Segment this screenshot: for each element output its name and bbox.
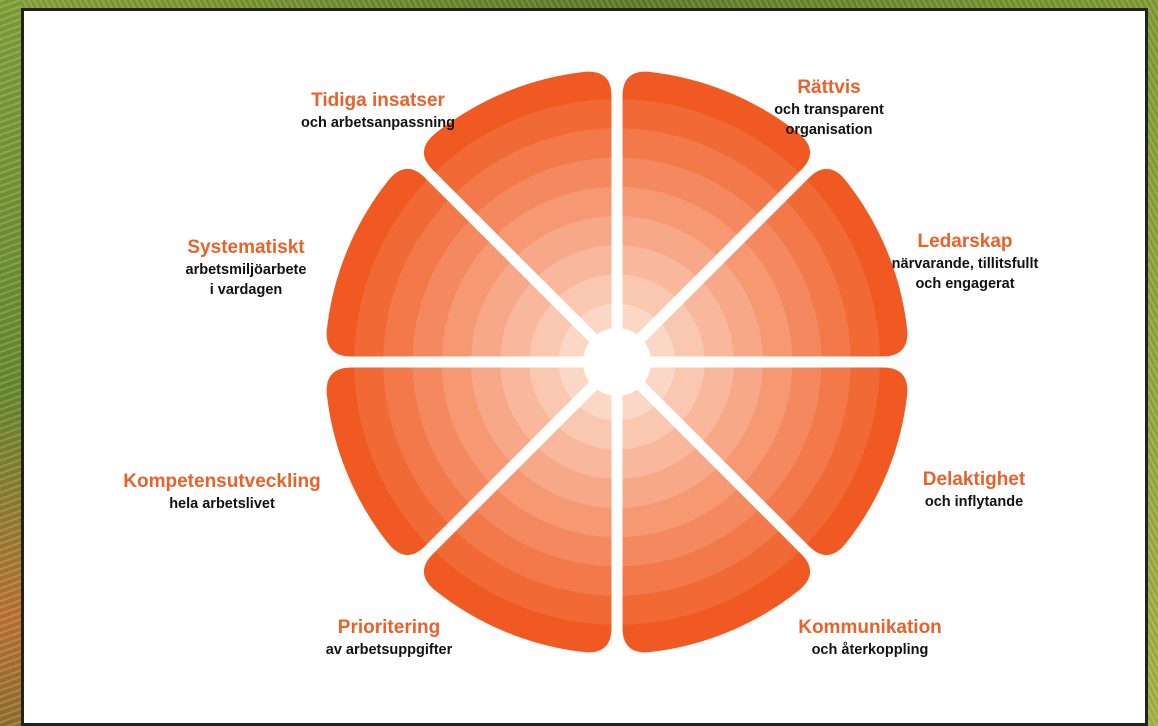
segment-label-ledarskap: Ledarskap närvarande, tillitsfullt och e… — [892, 230, 1039, 294]
segment-title: Systematiskt — [187, 237, 305, 258]
segment-subtitle: hela arbetslivet — [169, 496, 275, 512]
segment-label-delaktighet: Delaktighet och inflytande — [923, 468, 1025, 512]
wheel-segment-delaktighet — [630, 367, 908, 556]
wheel-segment-kommunikation — [622, 375, 811, 653]
wheel-segment-kompetensutveckling — [326, 367, 604, 556]
segment-subtitle: och återkoppling — [811, 642, 929, 658]
segment-title: Delaktighet — [922, 469, 1026, 490]
wheel-segment-systematiskt — [326, 168, 604, 357]
segment-subtitle: och inflytande — [924, 494, 1024, 510]
segment-subtitle: närvarande, tillitsfullt — [891, 256, 1039, 272]
wheel-segment-prioritering — [423, 375, 612, 653]
wheel-segment-ledarskap — [630, 168, 908, 357]
wheel-hub — [583, 328, 651, 396]
segment-label-tidiga-insatser: Tidiga insatser och arbetsanpassning — [301, 89, 455, 133]
segment-subtitle: organisation — [785, 122, 873, 138]
segment-label-systematiskt: Systematiskt arbetsmiljöarbete i vardage… — [186, 236, 307, 300]
segment-title: Kommunikation — [798, 617, 942, 638]
segment-title: Tidiga insatser — [311, 90, 445, 111]
segment-subtitle: och transparent — [774, 102, 884, 118]
segment-title: Rättvis — [797, 77, 861, 98]
segment-subtitle: av arbetsuppgifter — [325, 642, 453, 658]
segment-title: Kompetensutveckling — [123, 471, 321, 492]
segment-label-kommunikation: Kommunikation och återkoppling — [798, 616, 942, 660]
segment-label-rattvis: Rättvis och transparent organisation — [774, 76, 884, 140]
segment-subtitle: och arbetsanpassning — [301, 115, 455, 131]
segment-subtitle: i vardagen — [209, 282, 283, 298]
wheel-segment-rättvis — [622, 71, 811, 349]
segment-subtitle: och engagerat — [915, 276, 1015, 292]
background-left-strip — [0, 0, 21, 726]
segment-title: Ledarskap — [917, 231, 1013, 252]
segment-title: Prioritering — [337, 617, 441, 638]
segment-label-kompetensutveckling: Kompetensutveckling hela arbetslivet — [123, 470, 320, 514]
wheel-segment-tidiga-insatser — [423, 71, 612, 349]
segment-label-prioritering: Prioritering av arbetsuppgifter — [326, 616, 453, 660]
segment-subtitle: arbetsmiljöarbete — [185, 262, 307, 278]
